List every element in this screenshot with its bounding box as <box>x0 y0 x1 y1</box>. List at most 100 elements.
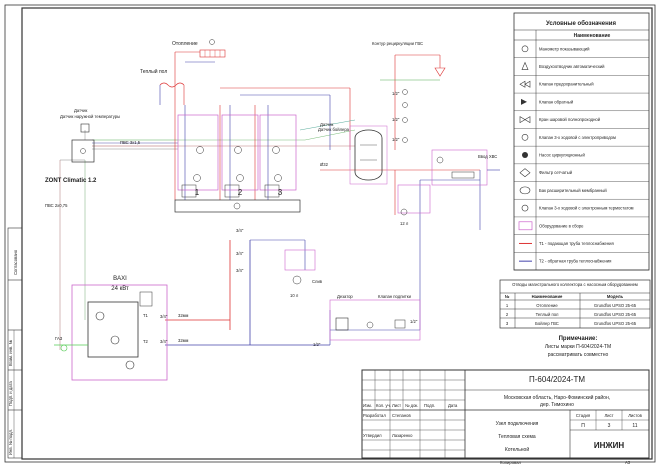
note-text-2: рассматривать совместно <box>548 352 609 358</box>
assembly-icon <box>518 221 533 231</box>
stamp-stage-header: Стадия <box>576 413 590 418</box>
pump-icon <box>522 152 528 158</box>
pumps-table-title: Отводы магистрального коллектора с насос… <box>512 282 638 287</box>
label-cable-side: ПВС 2х0,75 <box>45 203 68 208</box>
stamp-col-date: Дата <box>448 403 458 408</box>
pumps-table-cell: Отопление <box>536 303 558 308</box>
expansion-tank-12 <box>397 184 431 216</box>
gas-valve-icon <box>60 344 68 352</box>
stamp-col-doc: № док. <box>405 403 418 408</box>
label-sensor-1: Датчик <box>74 108 88 113</box>
return-pipes-t2 <box>165 61 481 346</box>
controller-box <box>71 139 95 163</box>
stamp-col-list: Лист <box>392 403 401 408</box>
label-warm-floor: Теплый пол <box>140 68 167 75</box>
pumps-table-cell: Grundfos UPSO 25-65 <box>594 312 637 317</box>
label-boiler-sensor-1: Датчик <box>320 122 334 127</box>
stamp-sheet-header: Лист <box>604 413 613 418</box>
label-dia-32: Ø32 <box>320 162 329 167</box>
shower-icon <box>434 67 446 77</box>
note-text-1: Листы марки П-604/2024-ТМ <box>545 344 611 350</box>
legend-row: Клапан обратный <box>514 98 649 111</box>
legend-row: Манометр показывающий <box>514 45 649 58</box>
legend-item-label: Кран шаровой полнопроходной <box>539 117 601 122</box>
filter-icon <box>519 168 531 178</box>
legend-row: Кран шаровой полнопроходной <box>514 116 649 129</box>
legend-item-label: Т2 - обратная труба теплоснабжения <box>539 259 611 264</box>
label-pipe-32-top: 32мм <box>178 313 189 318</box>
label-12-desator: 1/2" <box>313 342 321 347</box>
boiler-brand: BAXI <box>113 276 127 282</box>
pumps-table <box>499 279 651 329</box>
stamp-sheets-header: Листов <box>628 413 642 418</box>
pumps-table-cell: 3 <box>506 321 509 326</box>
outdoor-sensor <box>80 123 90 133</box>
label-12-r3: 1/2" <box>392 137 400 142</box>
legend-row: Фильтр сетчатый <box>514 168 649 182</box>
stamp-code: П-604/2024-ТМ <box>529 375 585 384</box>
threeway-drive-icon <box>521 134 529 141</box>
label-sensor: Датчик наружной температуры <box>60 114 120 119</box>
boiler-assembly <box>71 284 168 381</box>
manifold-number-2: 2 <box>238 188 243 197</box>
label-water-in: Ввод ХВС <box>478 154 497 159</box>
pumps-table-header-no: № <box>505 294 510 299</box>
legend-row: Т2 - обратная труба теплоснабжения <box>514 259 649 271</box>
label-34-return: 3/4" <box>160 339 168 344</box>
legend-item-label: Клапан 3-х ходовой с электроприводом <box>539 135 616 140</box>
legend-item-label: Воздухоотводчик автоматический <box>539 64 605 69</box>
stamp-name-2: Лазаренко <box>392 433 413 438</box>
stamp-role-1: Разработал <box>363 413 386 418</box>
airvent-icon <box>521 61 529 70</box>
legend-row: Клапан предохранительный <box>514 80 649 94</box>
label-12-r1: 1/2" <box>392 91 400 96</box>
manifold-number-3: 3 <box>278 188 283 197</box>
note-title: Примечание: <box>559 336 598 342</box>
stamp-role-2: Утвердил <box>363 433 382 438</box>
label-tank-12: 12 л <box>400 221 409 226</box>
stamp-sheet-title-1: Узел подключения <box>496 421 539 427</box>
manifold-assembly: 1 2 3 <box>174 114 301 213</box>
stamp-stage: П <box>581 423 585 429</box>
pumps-table-cell: Grundfos UPSO 25-65 <box>594 321 637 326</box>
legend-row: Бак расширительный мембранный <box>514 186 649 200</box>
stamp-address-1: Московская область, Наро-Фоминский район… <box>504 394 610 401</box>
controller-name: ZONT Climatic 1.2 <box>45 178 97 184</box>
legend-row: Клапан 3-х ходовой с электронным термост… <box>514 204 649 218</box>
label-boiler-sensor: Датчик бойлера <box>318 127 350 132</box>
legend-item-label: Т1 - подающая труба теплоснабжения <box>539 241 614 246</box>
legend-item-label: Клапан 3-х ходовой с электронным термост… <box>539 206 634 211</box>
dhw-boiler <box>349 125 388 185</box>
stamp-col-izm: Изм. <box>363 403 372 408</box>
legend-item-label: Бак расширительный мембранный <box>539 188 607 193</box>
legend-item-label: Фильтр сетчатый <box>539 170 573 175</box>
pumps-table-header-name: Наименование <box>532 294 563 299</box>
legend-header: Наименование <box>574 33 611 39</box>
label-34-supply: 3/4" <box>160 314 168 319</box>
pumps-table-cell: Бойлер ГВС <box>535 321 559 326</box>
stamp-copied: Копировал <box>500 460 522 465</box>
manometer-icon <box>521 45 529 53</box>
legend-row: Т1 - подающая труба теплоснабжения <box>514 241 649 253</box>
radiator-icon <box>199 39 226 58</box>
stamp-sheet-title-2: Тепловая схема <box>498 434 536 440</box>
stamp-col-sign: Подп. <box>424 403 435 408</box>
label-t1: Т1 <box>143 313 149 318</box>
legend-item-label: Клапан предохранительный <box>539 82 594 87</box>
label-airvent-valve: Клапан подпитки <box>378 294 412 299</box>
stamp-col-kol: Кол. уч. <box>376 403 391 408</box>
legend-title: Условные обозначения <box>546 20 616 27</box>
side-stamp: Согласовано Взам. инв. № Подп. и дата Ин… <box>7 227 23 459</box>
legend-item-label: Оборудование в сборе <box>539 223 584 228</box>
controller-cables <box>59 129 356 350</box>
side-stamp-inv-orig: Инв. № подл. <box>8 429 13 455</box>
pumps-table-cell: 2 <box>506 312 509 317</box>
label-pipe-32-bottom: 32мм <box>178 338 189 343</box>
legend-row: Насос циркуляционный <box>514 152 649 165</box>
legend-row: Оборудование в сборе <box>514 221 649 235</box>
supply-pipes-t1 <box>165 51 480 330</box>
manifold-number-1: 1 <box>195 188 200 197</box>
title-block <box>361 369 650 459</box>
